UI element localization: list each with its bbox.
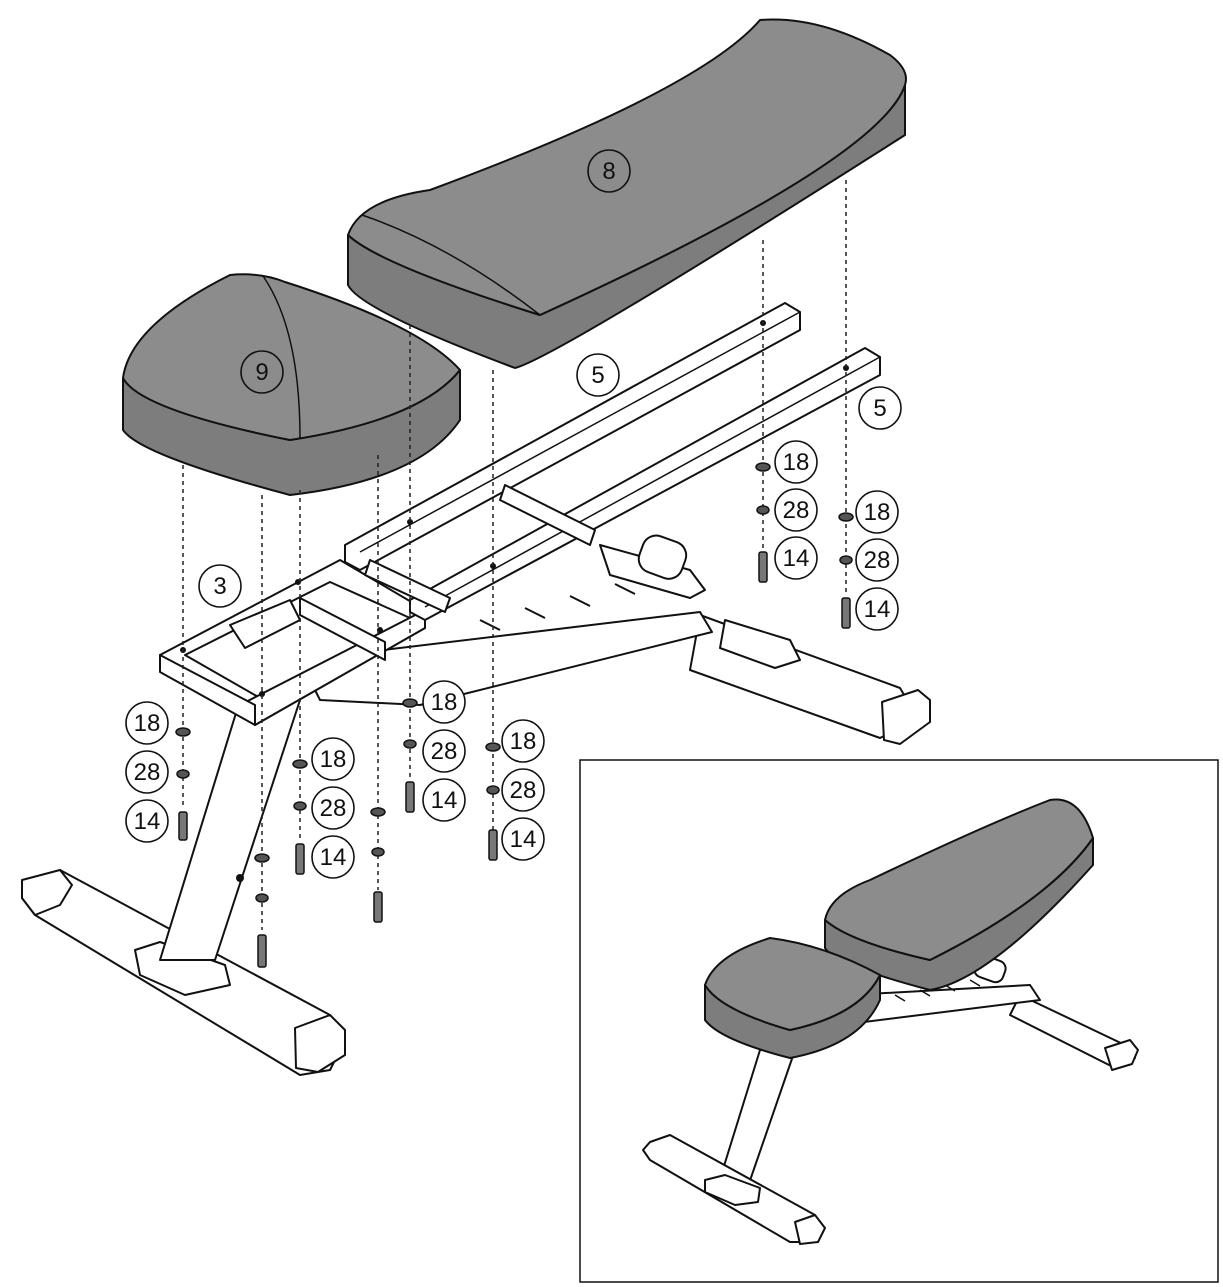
callout-pad-rail-upper: 5 xyxy=(576,353,620,397)
hardware-stacks xyxy=(175,462,854,968)
washer-number: 18 xyxy=(864,499,891,526)
bolt-number: 14 xyxy=(320,844,347,871)
inset-frame xyxy=(579,759,1219,1283)
seat-pad-number: 9 xyxy=(255,359,268,386)
hardware-callouts-rear-right: 18 28 14 xyxy=(855,490,899,631)
hardware-callouts-center-right: 18 28 14 xyxy=(501,719,545,861)
washer-number: 18 xyxy=(134,710,161,737)
bolt-number: 14 xyxy=(431,787,458,814)
bolt-number: 14 xyxy=(783,545,810,572)
lock-washer-number: 28 xyxy=(320,795,347,822)
pad-rail-lower-number: 5 xyxy=(873,395,886,422)
backrest-pad-number: 8 xyxy=(602,158,615,185)
callout-main-frame: 3 xyxy=(198,564,242,608)
exploded-view: 8 9 3 5 5 18 28 14 xyxy=(21,18,931,1076)
seat-pad xyxy=(122,273,461,496)
bolt-number: 14 xyxy=(510,826,537,853)
washer-number: 18 xyxy=(510,728,537,755)
bolt-number: 14 xyxy=(864,596,891,623)
backrest-pad xyxy=(347,18,907,369)
callout-seat-pad: 9 xyxy=(240,350,284,394)
lock-washer-number: 28 xyxy=(510,777,537,804)
washer-number: 18 xyxy=(320,746,347,773)
main-frame xyxy=(299,534,713,706)
front-stabilizer xyxy=(21,869,346,1076)
hardware-callouts-left-front: 18 28 14 xyxy=(125,701,169,843)
washer-number: 18 xyxy=(431,689,458,716)
lock-washer-number: 28 xyxy=(431,738,458,765)
seat-frame xyxy=(159,559,426,726)
callout-backrest-pad: 8 xyxy=(587,149,631,193)
pad-rail-upper-number: 5 xyxy=(591,362,604,389)
assembled-view-inset xyxy=(579,759,1219,1283)
main-frame-number: 3 xyxy=(213,573,226,600)
lock-washer-number: 28 xyxy=(134,759,161,786)
lock-washer-number: 28 xyxy=(864,547,891,574)
lock-washer-number: 28 xyxy=(783,497,810,524)
callout-pad-rail-lower: 5 xyxy=(858,386,902,430)
hardware-callouts-center-left: 18 28 14 xyxy=(311,737,355,879)
hardware-callouts-rear-left: 18 28 14 xyxy=(774,440,818,580)
bolt-number: 14 xyxy=(134,808,161,835)
hardware-callouts-center: 18 28 14 xyxy=(422,680,466,822)
rear-stabilizer xyxy=(689,614,931,745)
washer-number: 18 xyxy=(783,449,810,476)
